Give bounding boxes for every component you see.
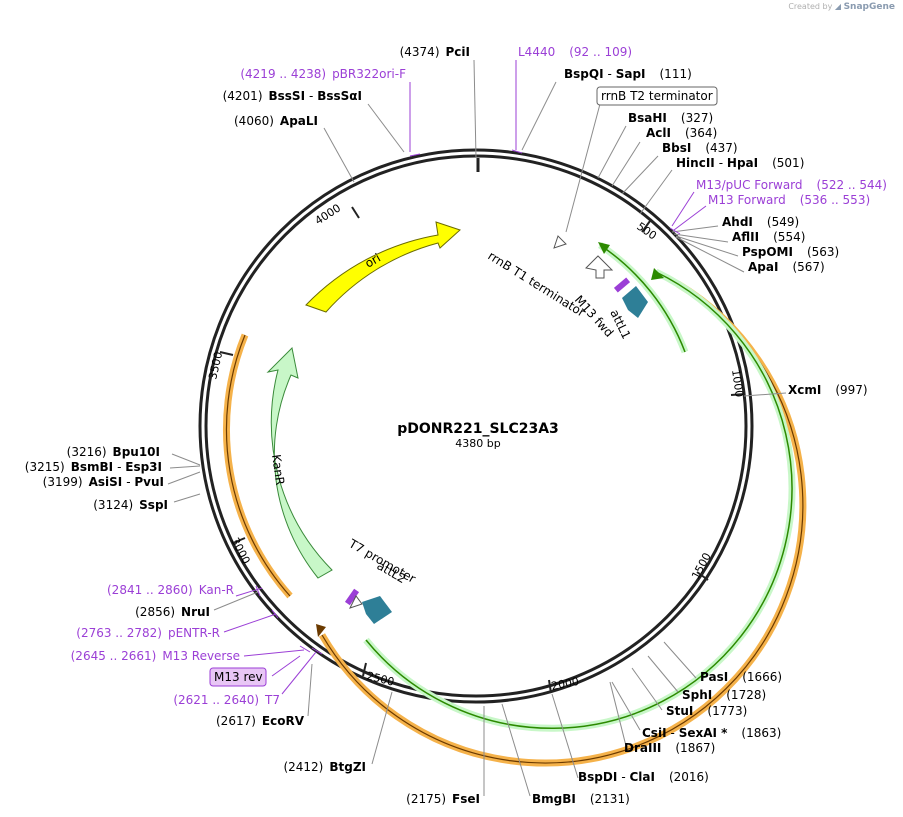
enzyme-draiii: DraIII(1867) — [624, 741, 715, 755]
tick-3500: 3500 — [206, 350, 225, 380]
enzyme-sspi: (3124)SspI — [93, 498, 168, 512]
enzyme-nrui: (2856)NruI — [135, 605, 210, 619]
green-feature-arc-core — [365, 271, 793, 729]
plasmid-name: pDONR221_SLC23A3 — [397, 421, 559, 437]
enzyme-pcii: (4374)PciI — [400, 45, 470, 59]
m13-fwd-primer-mark — [613, 277, 631, 293]
primer-m13-reverse: (2645 .. 2661)M13 Reverse — [71, 649, 240, 663]
primer-leaders — [223, 60, 707, 695]
enzyme-leaders — [167, 59, 787, 797]
enzyme-hincii: HincII- HpaI(501) — [676, 156, 804, 170]
primer-m13-puc-forward: M13/pUC Forward(522 .. 544) — [696, 178, 887, 192]
t2-leader — [565, 103, 601, 233]
enzyme-acli: AclI(364) — [646, 126, 717, 140]
tick-marks — [219, 206, 746, 694]
primer-t7: (2621 .. 2640)T7 — [173, 693, 280, 707]
snapgene-credit: Created by ◢ SnapGene — [788, 2, 895, 12]
t7-promoter-feature — [349, 595, 363, 609]
enzyme-bspdi: BspDI- ClaI(2016) — [578, 770, 709, 784]
m13-rev-box — [209, 667, 267, 687]
tick-2000: 2000 — [550, 675, 580, 693]
m13-rev-label: M13 rev — [214, 670, 263, 684]
tick-4000: 4000 — [313, 201, 344, 227]
kanr-label: KanR — [269, 453, 287, 486]
enzyme-apai: ApaI(567) — [748, 260, 825, 274]
tick-1500: 1500 — [689, 551, 714, 582]
m13-rev-primer-mark — [344, 588, 360, 606]
primer-pbr322ori-f: (4219 .. 4238)pBR322ori-F — [240, 67, 406, 81]
ori-feature — [305, 221, 461, 313]
orange-feature-arc-left-core — [225, 334, 291, 597]
enzyme-apali: (4060)ApaLI — [234, 114, 318, 128]
enzyme-xcmi: XcmI(997) — [788, 383, 868, 397]
ori-label: ori — [363, 251, 384, 271]
green-feature-arc — [363, 268, 796, 732]
rrnb-t2-box — [596, 86, 718, 106]
enzyme-pspomi: PspOMI(563) — [742, 245, 839, 259]
attl2-feature — [362, 596, 392, 624]
enzyme-bpu10i: (3216)Bpu10I — [67, 445, 160, 459]
enzyme-stui: StuI(1773) — [666, 704, 747, 718]
enzyme-sphi: SphI(1728) — [682, 688, 766, 702]
enzyme-bsahi: BsaHI(327) — [628, 111, 713, 125]
credit-brand: SnapGene — [843, 2, 895, 12]
enzyme-btgzi: (2412)BtgZI — [283, 760, 366, 774]
enzyme-ahdi: AhdI(549) — [722, 215, 799, 229]
enzyme-pasi: PasI(1666) — [700, 670, 782, 684]
enzyme-bsssi: (4201)BssSI- BssSαI — [223, 89, 362, 103]
attl1-feature — [622, 286, 648, 318]
enzyme-aflii: AflII(554) — [732, 230, 805, 244]
primer-pentr-r: (2763 .. 2782)pENTR-R — [76, 626, 220, 640]
primer-l4440: L4440(92 .. 109) — [518, 45, 632, 59]
enzyme-bspqi: BspQI- SapI(111) — [564, 67, 692, 81]
green-arrowhead-2 — [651, 268, 664, 280]
green-feature-arc-2-core — [599, 244, 686, 353]
enzyme-ecorv: (2617)EcoRV — [216, 714, 305, 728]
green-arrowhead-1 — [598, 242, 610, 254]
credit-prefix: Created by — [788, 2, 833, 11]
tick-1000: 1000 — [729, 369, 746, 399]
enzyme-bbsi: BbsI(437) — [662, 141, 738, 155]
enzyme-asisi: (3199)AsiSI- PvuI — [43, 475, 164, 489]
rrnb-t1-feature — [584, 255, 614, 279]
orange-arrowhead — [316, 624, 326, 637]
primer-m13-forward: M13 Forward(536 .. 553) — [708, 193, 870, 207]
primer-kan-r: (2841 .. 2860)Kan-R — [107, 583, 234, 597]
rrnb-t2-label: rrnB T2 terminator — [601, 89, 713, 103]
enzyme-fsei: (2175)FseI — [406, 792, 480, 806]
snapgene-logo-icon: ◢ — [834, 2, 842, 11]
enzyme-bmgbi: BmgBI(2131) — [532, 792, 630, 806]
enzyme-csii: CsiI- SexAI *(1863) — [642, 726, 781, 740]
rrnb-t1-label: rrnB T1 terminator — [485, 249, 587, 320]
plasmid-length: 4380 bp — [455, 437, 500, 450]
orange-feature-arc-core — [321, 283, 804, 764]
rrnb-t2-feature — [553, 235, 567, 249]
enzyme-bsmbi: (3215)BsmBI- Esp3I — [25, 460, 162, 474]
kanr-feature — [266, 346, 333, 579]
